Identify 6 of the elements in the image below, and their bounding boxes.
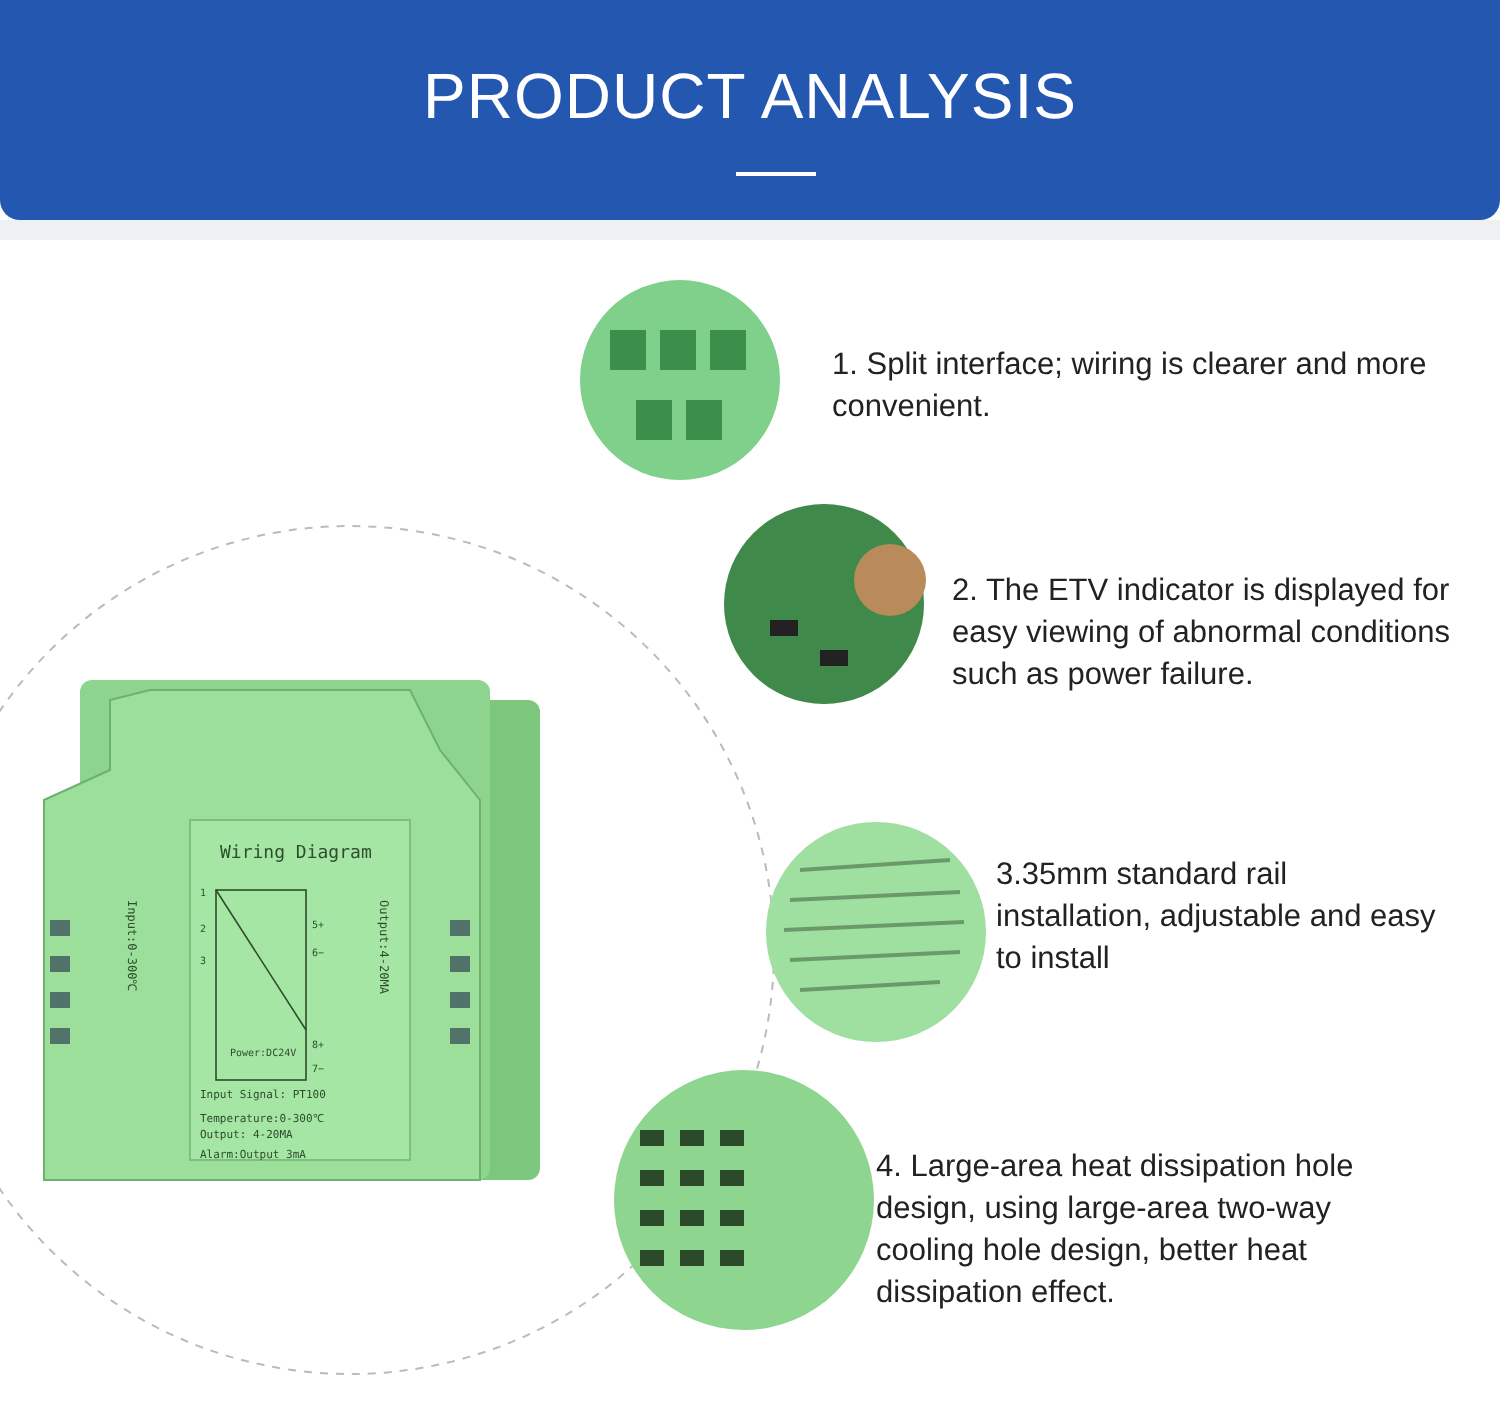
feature-description: 2. The ETV indicator is displayed for easy viewing of abnormal conditions such as power failure. — [952, 572, 1452, 696]
feature-description: 4. Large-area heat dissipation hole design, using large-area two-way cooling hole design, better heat dissipation effect. — [876, 1148, 1356, 1314]
feature-description: 3.35mm standard rail installation, adjustable and easy to install — [996, 856, 1436, 980]
device-label-heading: Wiring Diagram — [220, 844, 372, 864]
feature-description: 1. Split interface; wiring is clearer and more convenient. — [832, 346, 1429, 428]
page-title: PRODUCT ANALYSIS — [421, 60, 1079, 134]
